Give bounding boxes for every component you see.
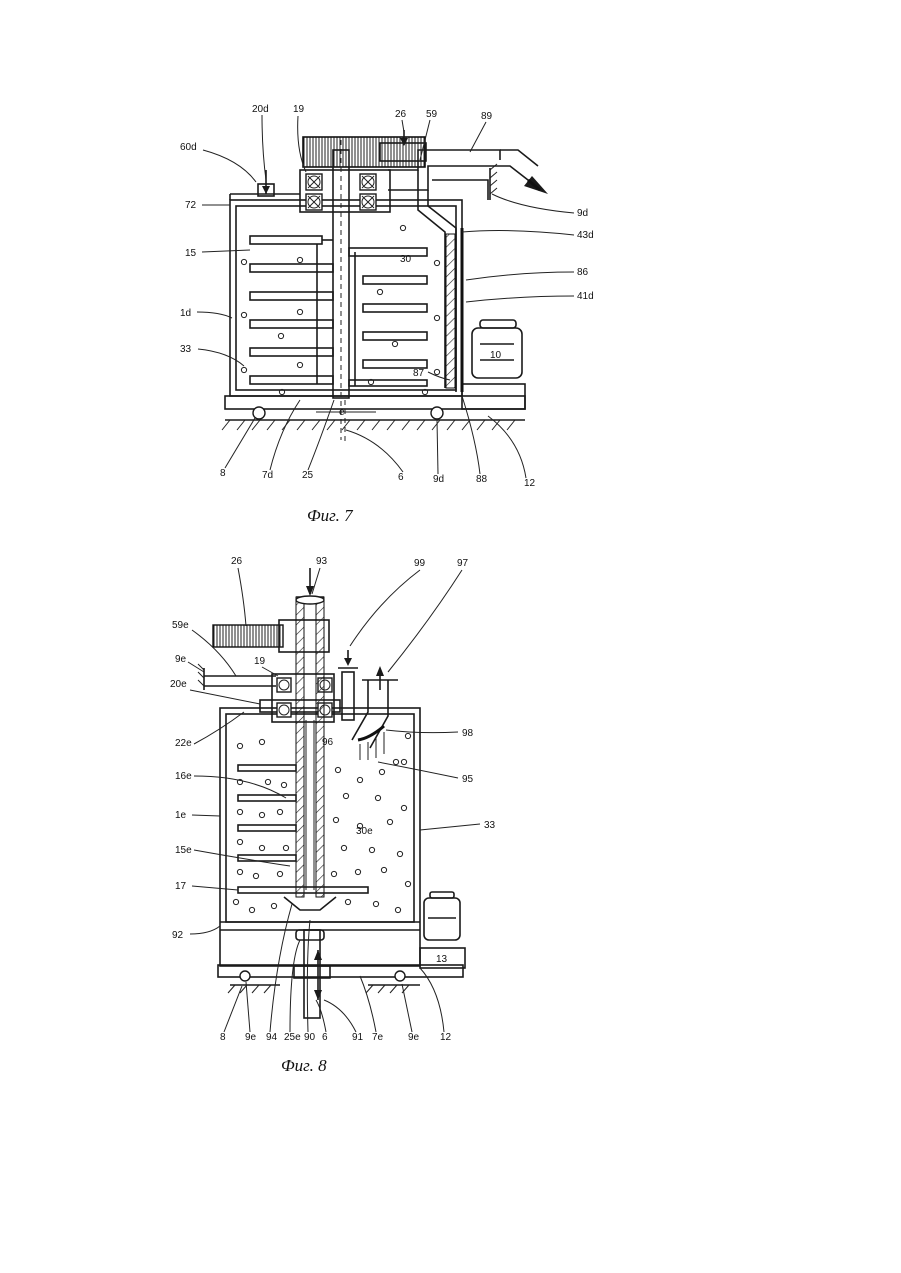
label-95: 95 bbox=[462, 774, 474, 785]
label-41d: 41d bbox=[577, 291, 594, 302]
label-15e: 15e bbox=[175, 845, 192, 856]
label-9d-bottom: 9d bbox=[433, 474, 444, 485]
label-72: 72 bbox=[185, 200, 197, 211]
label-9e-top: 9e bbox=[175, 654, 187, 665]
label-60d: 60d bbox=[180, 142, 197, 153]
label-9e-right: 9e bbox=[408, 1032, 420, 1043]
figure-7-caption: Фиг. 7 bbox=[307, 506, 354, 525]
label-33: 33 bbox=[484, 820, 496, 831]
label-22e: 22e bbox=[175, 738, 192, 749]
label-26: 26 bbox=[231, 556, 243, 567]
label-33: 33 bbox=[180, 344, 192, 355]
label-9e-left: 9e bbox=[245, 1032, 257, 1043]
label-7e: 7e bbox=[372, 1032, 384, 1043]
label-19: 19 bbox=[293, 104, 305, 115]
label-59: 59 bbox=[426, 109, 438, 120]
label-8: 8 bbox=[220, 1032, 226, 1043]
label-6: 6 bbox=[322, 1032, 328, 1043]
label-7d: 7d bbox=[262, 470, 273, 481]
label-94: 94 bbox=[266, 1032, 278, 1043]
label-96: 96 bbox=[322, 737, 334, 748]
label-30e: 30e bbox=[356, 826, 373, 837]
label-98: 98 bbox=[462, 728, 474, 739]
label-6: 6 bbox=[398, 472, 404, 483]
label-26: 26 bbox=[395, 109, 407, 120]
label-30: 30 bbox=[400, 254, 412, 265]
label-86: 86 bbox=[577, 267, 589, 278]
label-9d-top: 9d bbox=[577, 208, 588, 219]
label-12: 12 bbox=[524, 478, 536, 489]
label-13: 13 bbox=[436, 954, 448, 965]
label-91: 91 bbox=[352, 1032, 364, 1043]
label-20d: 20d bbox=[252, 104, 269, 115]
label-93: 93 bbox=[316, 556, 328, 567]
label-97: 97 bbox=[457, 558, 469, 569]
label-12: 12 bbox=[440, 1032, 452, 1043]
label-19: 19 bbox=[254, 656, 266, 667]
figure-8 bbox=[198, 568, 465, 1018]
label-89: 89 bbox=[481, 111, 493, 122]
label-88: 88 bbox=[476, 474, 488, 485]
label-25e: 25e bbox=[284, 1032, 301, 1043]
figure-7 bbox=[222, 130, 548, 442]
figure-8-caption: Фиг. 8 bbox=[281, 1056, 327, 1075]
label-25: 25 bbox=[302, 470, 314, 481]
label-1e: 1e bbox=[175, 810, 187, 821]
label-e: e bbox=[339, 407, 345, 418]
label-90: 90 bbox=[304, 1032, 316, 1043]
label-16e: 16e bbox=[175, 771, 192, 782]
label-99: 99 bbox=[414, 558, 426, 569]
label-8: 8 bbox=[220, 468, 226, 479]
label-43d: 43d bbox=[577, 230, 594, 241]
label-20e: 20e bbox=[170, 679, 187, 690]
label-1d: 1d bbox=[180, 308, 191, 319]
label-92: 92 bbox=[172, 930, 184, 941]
label-15: 15 bbox=[185, 248, 197, 259]
label-10: 10 bbox=[490, 350, 502, 361]
label-17: 17 bbox=[175, 881, 187, 892]
label-87: 87 bbox=[413, 368, 425, 379]
label-59e: 59e bbox=[172, 620, 189, 631]
